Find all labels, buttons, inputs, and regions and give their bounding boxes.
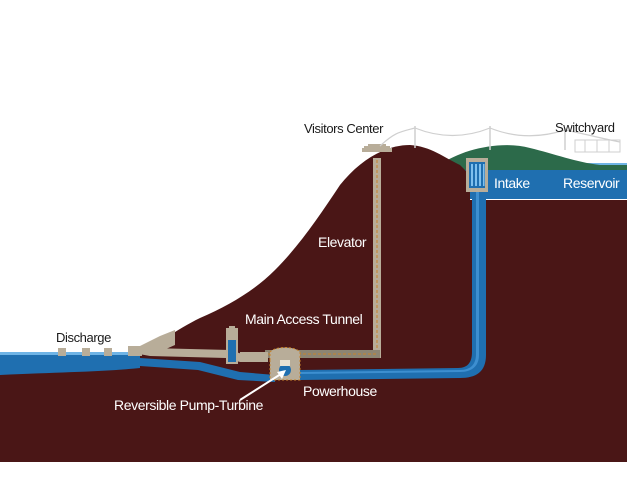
label-elevator: Elevator	[318, 234, 367, 250]
label-main-access-tunnel: Main Access Tunnel	[245, 311, 363, 327]
lower-reservoir-water	[0, 352, 140, 375]
label-reversible-pump-turbine: Reversible Pump-Turbine	[114, 397, 264, 413]
mountain-rock	[0, 145, 627, 462]
visitors-center-building	[364, 146, 390, 149]
label-intake: Intake	[494, 175, 530, 191]
elevator-access-tunnel	[265, 350, 380, 358]
pump-turbine-arrow	[239, 371, 285, 401]
lower-reservoir-surface	[0, 352, 140, 355]
label-reservoir: Reservoir	[563, 175, 620, 191]
tailrace-tunnel	[140, 358, 275, 382]
surge-chamber	[226, 326, 238, 364]
label-discharge: Discharge	[56, 330, 111, 345]
label-visitors-center: Visitors Center	[304, 121, 384, 136]
switchyard-structure	[574, 139, 621, 153]
label-powerhouse: Powerhouse	[303, 383, 377, 399]
pump-turbine-arrowhead	[277, 370, 286, 379]
transmission-towers	[414, 126, 566, 150]
intake-tower	[466, 158, 488, 192]
label-switchyard: Switchyard	[555, 120, 615, 135]
transmission-lines	[379, 127, 621, 147]
powerhouse-cavern	[240, 347, 301, 381]
